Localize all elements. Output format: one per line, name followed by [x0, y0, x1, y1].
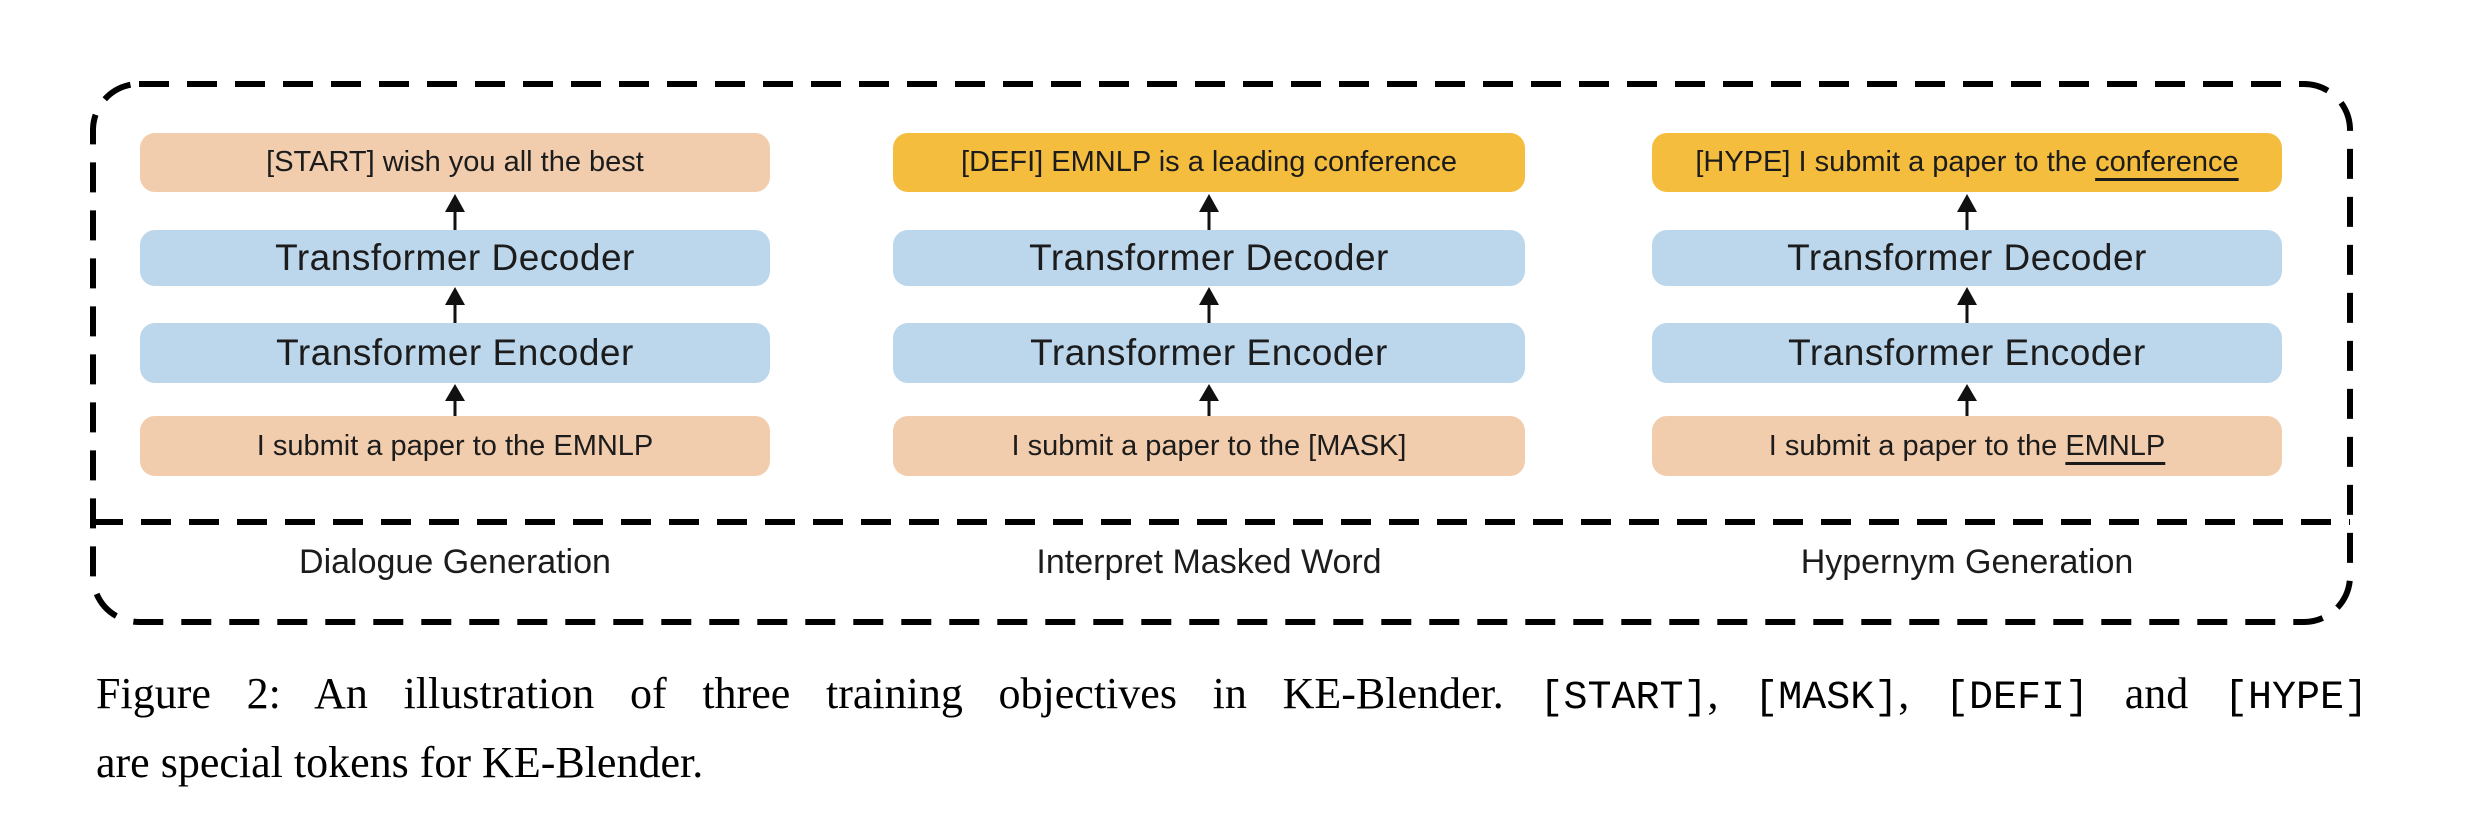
output-text: [START] wish you all the best — [266, 146, 644, 178]
decoder-label: Transformer Decoder — [275, 237, 635, 278]
objective-column-hypernym: [HYPE] I submit a paper to the conferenc… — [1652, 133, 2282, 603]
output-underlined-word: conference — [2095, 146, 2239, 178]
decoder-label: Transformer Decoder — [1787, 237, 2147, 278]
output-box: [START] wish you all the best — [140, 133, 770, 192]
input-box: I submit a paper to the EMNLP — [1652, 416, 2282, 476]
output-box: [HYPE] I submit a paper to the conferenc… — [1652, 133, 2282, 192]
decoder-label: Transformer Decoder — [1029, 237, 1389, 278]
output-text: [DEFI] EMNLP is a leading conference — [961, 146, 1457, 178]
input-box: I submit a paper to the EMNLP — [140, 416, 770, 476]
objective-column-masked-word: [DEFI] EMNLP is a leading conference Tra… — [893, 133, 1525, 603]
task-label: Interpret Masked Word — [1036, 543, 1382, 581]
task-label: Hypernym Generation — [1800, 543, 2134, 581]
caption-text: are special tokens for KE-Blender. — [96, 738, 704, 787]
input-text: I submit a paper to the EMNLP — [256, 429, 654, 462]
input-box: I submit a paper to the [MASK] — [893, 416, 1525, 476]
encoder-label: Transformer Encoder — [1030, 332, 1388, 373]
task-label: Dialogue Generation — [299, 543, 611, 581]
up-arrow-icon — [1652, 383, 2282, 416]
caption-text: , — [1707, 669, 1755, 718]
up-arrow-icon — [140, 286, 770, 323]
up-arrow-icon — [1652, 286, 2282, 323]
up-arrow-icon — [893, 192, 1525, 230]
dashed-frame-border — [90, 81, 2353, 625]
figure-caption: Figure 2: An illustration of three train… — [96, 662, 2368, 795]
caption-line-2: are special tokens for KE-Blender. — [96, 731, 2368, 795]
input-text: I submit a paper to the — [1768, 429, 2066, 462]
encoder-box: Transformer Encoder — [893, 323, 1525, 383]
caption-text: , — [1898, 669, 1945, 718]
input-underlined-word: EMNLP — [2065, 429, 2166, 462]
encoder-box: Transformer Encoder — [140, 323, 770, 383]
input-text: I submit a paper to the [MASK] — [1011, 429, 1407, 462]
decoder-box: Transformer Decoder — [1652, 230, 2282, 286]
up-arrow-icon — [140, 192, 770, 230]
caption-line-1: Figure 2: An illustration of three train… — [96, 662, 2368, 731]
encoder-label: Transformer Encoder — [276, 332, 634, 373]
output-text: [HYPE] I submit a paper to the — [1695, 146, 2096, 178]
encoder-label: Transformer Encoder — [1788, 332, 2146, 373]
special-token: [HYPE] — [2223, 676, 2368, 721]
up-arrow-icon — [893, 286, 1525, 323]
special-token: [MASK] — [1754, 676, 1899, 721]
decoder-box: Transformer Decoder — [893, 230, 1525, 286]
encoder-box: Transformer Encoder — [1652, 323, 2282, 383]
up-arrow-icon — [893, 383, 1525, 416]
caption-text: Figure 2: An illustration of three train… — [96, 669, 1540, 718]
up-arrow-icon — [140, 383, 770, 416]
objective-column-dialogue: [START] wish you all the best Transforme… — [140, 133, 770, 603]
up-arrow-icon — [1652, 192, 2282, 230]
special-token: [START] — [1539, 676, 1708, 721]
output-box: [DEFI] EMNLP is a leading conference — [893, 133, 1525, 192]
caption-text: and — [2089, 669, 2224, 718]
decoder-box: Transformer Decoder — [140, 230, 770, 286]
special-token: [DEFI] — [1944, 676, 2089, 721]
